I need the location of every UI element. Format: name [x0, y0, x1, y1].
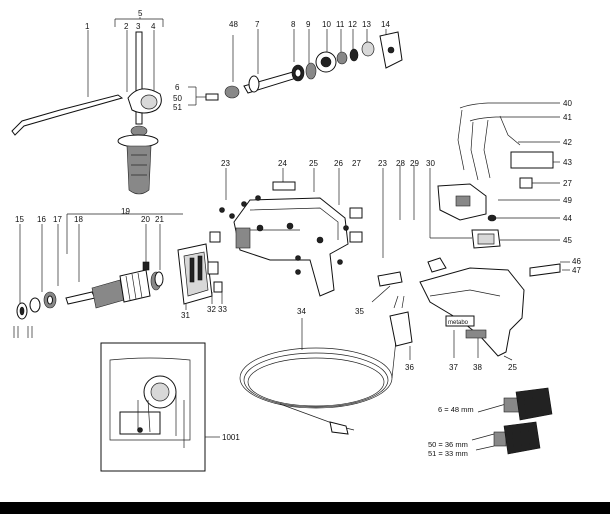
label-part-17: 17: [53, 215, 62, 224]
label-part-25-top: 25: [309, 159, 318, 168]
label-part-7: 7: [255, 20, 260, 29]
label-part-15: 15: [15, 215, 24, 224]
label-part-36: 36: [405, 363, 414, 372]
label-part-1: 1: [85, 22, 90, 31]
label-part-49: 49: [563, 196, 572, 205]
label-part-50: 50: [173, 94, 182, 103]
part-number-labels: 5 1 2 3 4 48 7 8 9 10 11 12 13 14 6 50 5…: [15, 9, 581, 458]
label-part-2: 2: [124, 22, 129, 31]
footer-bar: [0, 502, 610, 514]
label-part-23-left: 23: [221, 159, 230, 168]
label-part-48: 48: [229, 20, 238, 29]
label-part-10: 10: [322, 20, 331, 29]
label-part-30: 30: [426, 159, 435, 168]
label-part-21: 21: [155, 215, 164, 224]
label-part-20: 20: [141, 215, 150, 224]
power-cable: [239, 295, 413, 435]
label-part-27-left: 27: [352, 159, 361, 168]
label-part-4: 4: [151, 22, 156, 31]
label-part-16: 16: [37, 215, 46, 224]
label-part-37: 37: [449, 363, 458, 372]
label-part-11: 11: [336, 20, 345, 29]
label-part-51: 51: [173, 103, 182, 112]
label-part-23-right: 23: [378, 159, 387, 168]
label-part-47: 47: [572, 266, 581, 275]
label-part-19: 19: [121, 207, 130, 216]
label-part-5: 5: [138, 9, 143, 18]
label-part-45: 45: [563, 236, 572, 245]
gear-train-parts: [188, 29, 403, 106]
label-part-28: 28: [396, 159, 405, 168]
label-part-40: 40: [563, 99, 572, 108]
label-part-33: 33: [218, 305, 227, 314]
label-part-41: 41: [563, 113, 572, 122]
switch-detail-inset: [100, 342, 220, 472]
label-part-26: 26: [334, 159, 343, 168]
label-part-35: 35: [355, 307, 364, 316]
label-part-31: 31: [181, 311, 190, 320]
label-part-9: 9: [306, 20, 311, 29]
housing-half: [219, 168, 384, 297]
label-part-3: 3: [136, 22, 141, 31]
assembled-drill: [371, 257, 570, 361]
label-part-29: 29: [410, 159, 419, 168]
motor-armature-parts: [13, 212, 223, 338]
label-part-24: 24: [278, 159, 287, 168]
label-part-46: 46: [572, 257, 581, 266]
label-part-25-bottom: 25: [508, 363, 517, 372]
switch-and-cable-parts: [399, 102, 560, 249]
label-part-8: 8: [291, 20, 296, 29]
drill-chucks: [471, 387, 553, 455]
side-handle-assembly: [11, 17, 164, 195]
label-part-1001: 1001: [222, 433, 240, 442]
label-part-13: 13: [362, 20, 371, 29]
label-part-14: 14: [381, 20, 390, 29]
label-part-12: 12: [348, 20, 357, 29]
label-part-43: 43: [563, 158, 572, 167]
note-part-50-length: 50 = 36 mm: [428, 440, 468, 449]
label-part-42: 42: [563, 138, 572, 147]
label-part-27-right: 27: [563, 179, 572, 188]
label-part-6: 6: [175, 83, 180, 92]
note-part-6-length: 6 = 48 mm: [438, 405, 474, 414]
label-part-44: 44: [563, 214, 572, 223]
nameplate-text: metabo: [448, 320, 469, 326]
label-part-34: 34: [297, 307, 306, 316]
label-part-38: 38: [473, 363, 482, 372]
label-part-32: 32: [207, 305, 216, 314]
note-part-51-length: 51 = 33 mm: [428, 449, 468, 458]
label-part-18: 18: [74, 215, 83, 224]
